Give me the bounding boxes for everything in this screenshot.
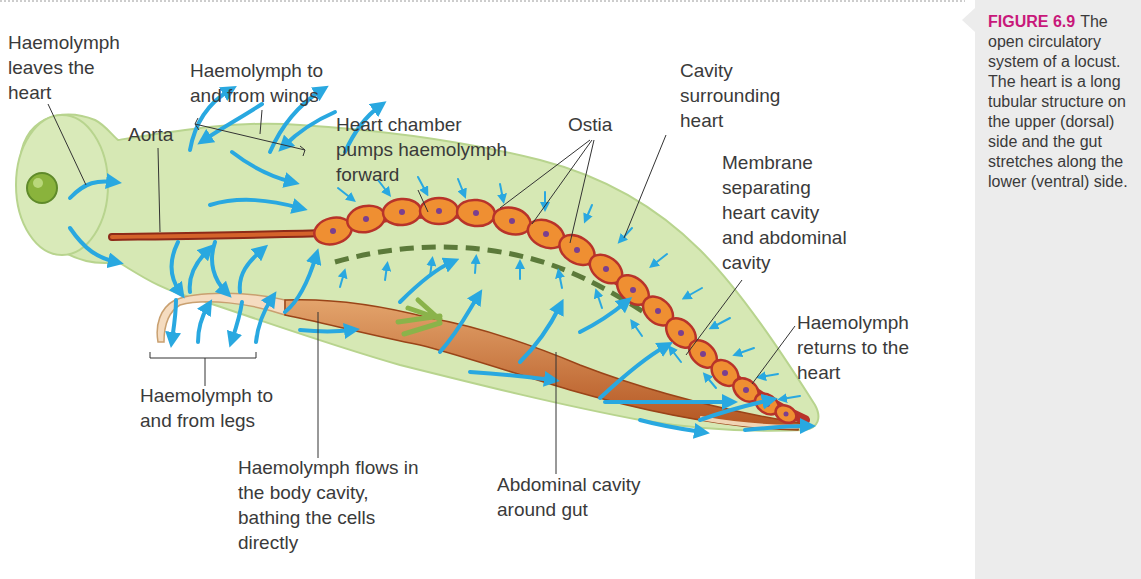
- top-rule: [0, 1, 965, 2]
- locust-body: [16, 114, 818, 430]
- part-label: Membrane separating heart cavity and abd…: [722, 150, 852, 275]
- callout-label: Haemolymph to and from wings: [190, 58, 340, 108]
- callout-label: Heart chamber pumps haemolymph forward: [336, 112, 508, 187]
- callout-label: Haemolymph leaves the heart: [8, 30, 123, 105]
- part-label: Cavity surrounding heart: [680, 58, 800, 133]
- part-label: Abdominal cavity around gut: [497, 472, 672, 522]
- callout-label: Haemolymph to and from legs: [140, 383, 300, 433]
- caption-panel: [975, 0, 1141, 579]
- membrane: [335, 247, 785, 420]
- callout-label: Haemolymph returns to the heart: [797, 310, 915, 385]
- part-label: Aorta: [128, 122, 208, 147]
- flow-arrows: [70, 90, 808, 432]
- leader-lines: [48, 104, 795, 474]
- caption-pointer: [962, 8, 975, 32]
- figure-caption-box: FIGURE 6.9The open circulatory system of…: [988, 12, 1138, 192]
- part-label: Ostia: [568, 112, 628, 137]
- callout-label: Haemolymph flows in the body cavity, bat…: [238, 455, 421, 555]
- gut: [157, 293, 812, 430]
- caption-text: The open circulatory system of a locust.…: [988, 13, 1128, 190]
- figure-number: FIGURE 6.9: [988, 13, 1075, 30]
